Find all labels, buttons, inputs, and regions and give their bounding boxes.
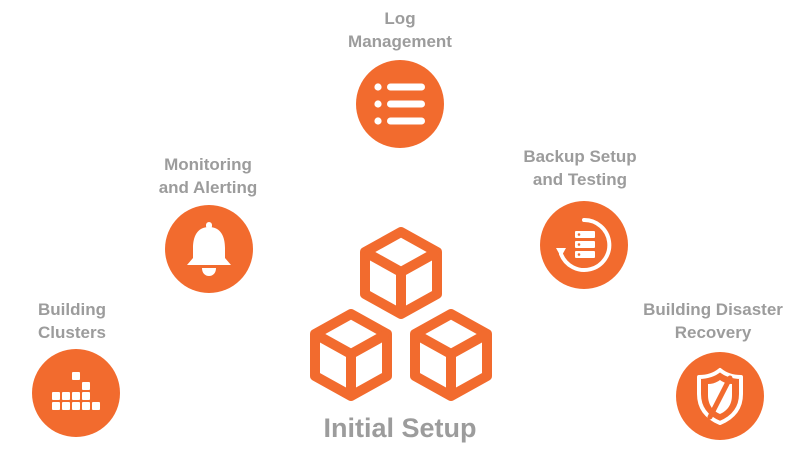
top-cube <box>360 227 442 319</box>
disaster-recovery-label-line1: Building Disaster <box>643 300 783 319</box>
boxes-icon <box>310 227 492 401</box>
monitoring-label-line1: Monitoring <box>164 155 252 174</box>
disaster-recovery-label-line2: Recovery <box>674 323 752 342</box>
disaster-recovery-circle <box>676 352 764 440</box>
log-management-label-line2: Management <box>348 32 452 51</box>
log-management-label-line1: Log <box>384 9 416 28</box>
left-cube <box>310 309 392 401</box>
clusters-label-line1: Building <box>38 300 106 319</box>
cluster-icon <box>52 372 100 410</box>
log-management-label: Log Management <box>318 7 482 53</box>
clusters-label-line2: Clusters <box>37 323 107 342</box>
monitoring-label-line2: and Alerting <box>158 178 258 197</box>
clusters-label: Building Clusters <box>12 298 132 344</box>
right-cube <box>410 309 492 401</box>
center-title: Initial Setup <box>323 413 477 443</box>
log-management-circle <box>356 60 444 148</box>
shield-icon <box>697 368 743 425</box>
clusters-circle <box>32 349 120 437</box>
backup-label-line1: Backup Setup <box>523 147 637 166</box>
disaster-recovery-label: Building Disaster Recovery <box>628 298 798 344</box>
backup-icon <box>556 217 612 272</box>
bell-icon <box>187 222 231 276</box>
list-icon <box>374 83 425 125</box>
monitoring-circle <box>165 205 253 293</box>
backup-circle <box>540 201 628 289</box>
monitoring-label: Monitoring and Alerting <box>128 153 288 199</box>
backup-label: Backup Setup and Testing <box>494 145 666 191</box>
backup-label-line2: and Testing <box>532 170 628 189</box>
